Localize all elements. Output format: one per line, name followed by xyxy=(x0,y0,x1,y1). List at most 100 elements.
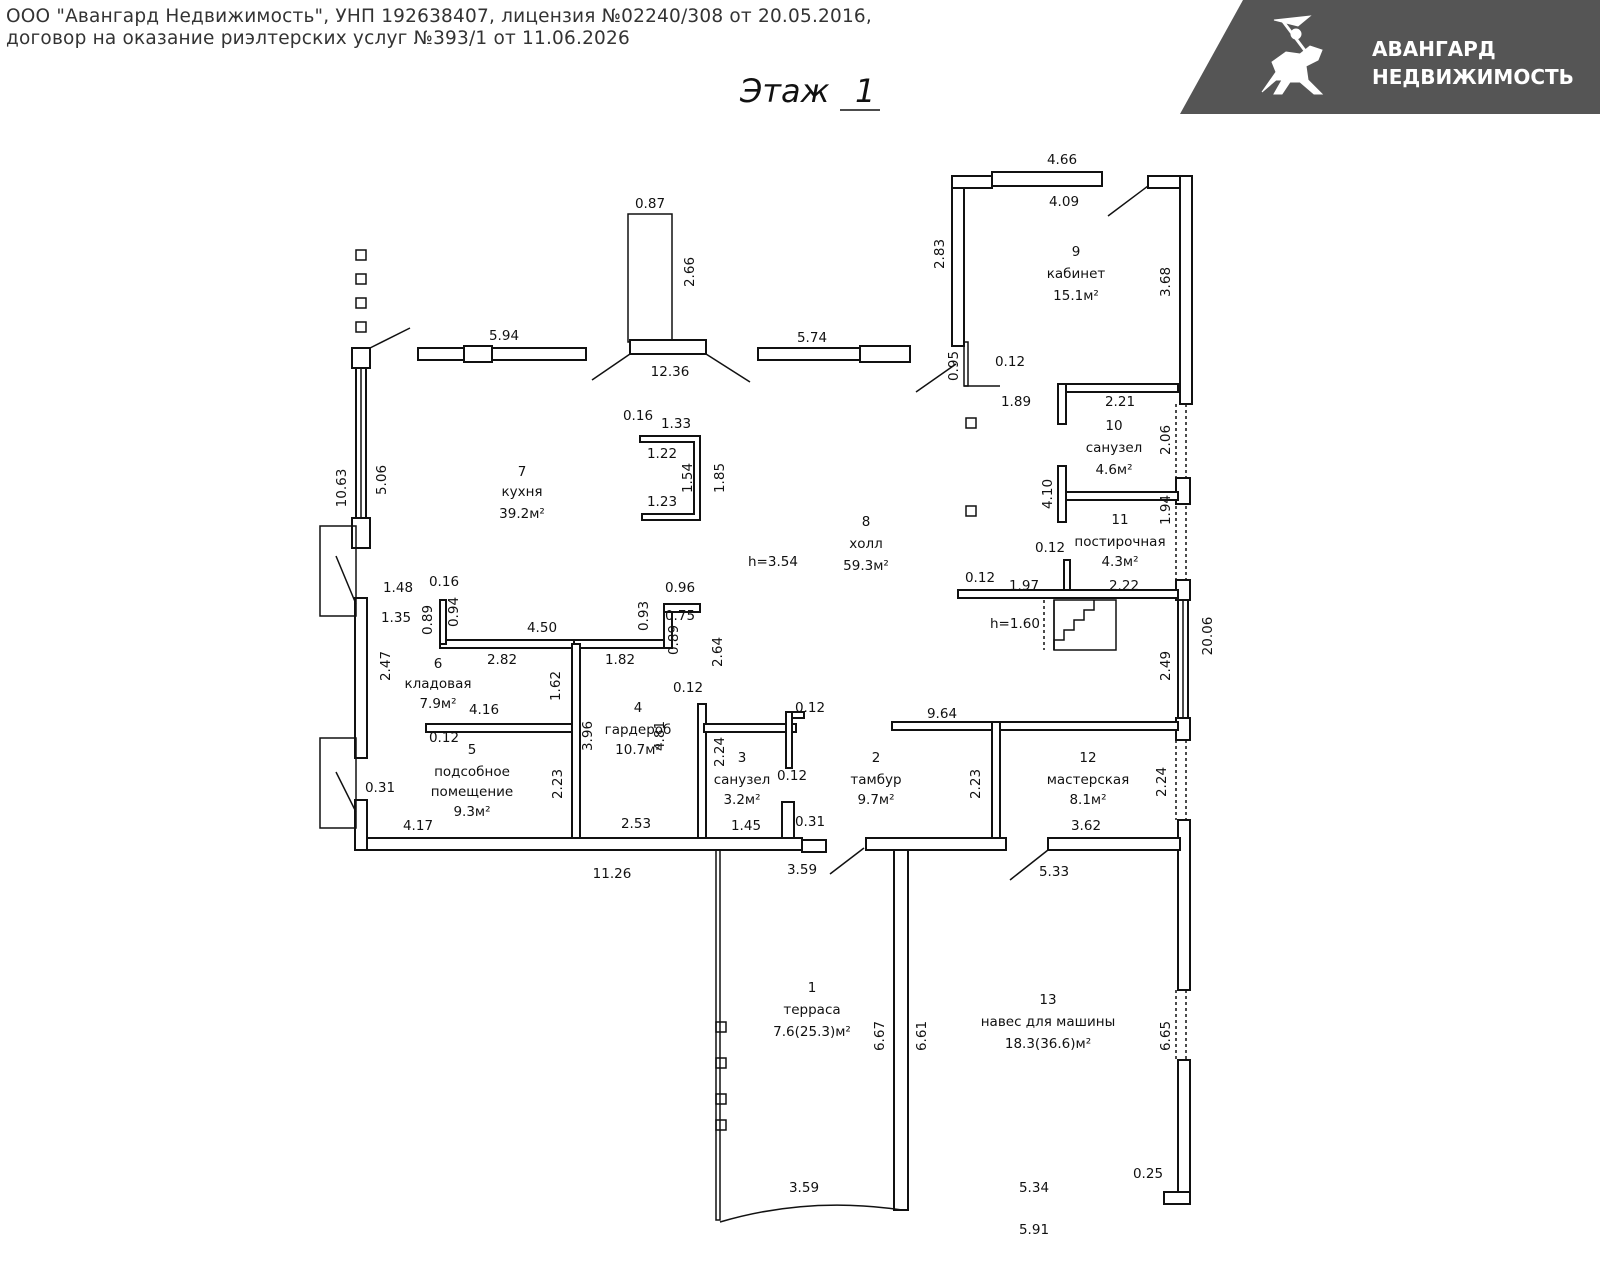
dim-label: 0.12 xyxy=(673,680,703,696)
floor-number: 1 xyxy=(855,72,875,110)
dim-label: 0.96 xyxy=(665,580,695,596)
svg-text:8: 8 xyxy=(862,514,871,530)
svg-text:3.2м²: 3.2м² xyxy=(723,792,760,808)
room-labels: 1 терраса 7.6(25.3)м² 2 тамбур 9.7м² 3 с… xyxy=(405,244,1166,1052)
room-2-label: 2 тамбур 9.7м² xyxy=(850,750,901,808)
svg-text:59.3м²: 59.3м² xyxy=(843,558,889,574)
svg-text:9.7м²: 9.7м² xyxy=(857,792,894,808)
dim-label: 1.85 xyxy=(712,463,728,493)
svg-text:7: 7 xyxy=(518,464,527,480)
svg-text:терраса: терраса xyxy=(783,1002,840,1018)
dim-label: 5.74 xyxy=(797,330,827,346)
agency-contract-line: договор на оказание риэлтерских услуг №3… xyxy=(6,28,630,49)
svg-text:кухня: кухня xyxy=(501,484,542,500)
svg-text:12: 12 xyxy=(1079,750,1096,766)
dim-label: 2.66 xyxy=(682,257,698,287)
dim-label: 2.24 xyxy=(712,737,728,767)
svg-text:7.9м²: 7.9м² xyxy=(419,696,456,712)
dim-label: 4.09 xyxy=(1049,194,1079,210)
svg-text:2: 2 xyxy=(872,750,881,766)
dim-label: 20.06 xyxy=(1200,617,1216,656)
dim-label: 0.12 xyxy=(429,730,459,746)
room-6-label: 6 кладовая 7.9м² xyxy=(405,656,472,712)
svg-text:4: 4 xyxy=(634,700,643,716)
dim-label: 2.23 xyxy=(968,769,984,799)
dim-label: 0.16 xyxy=(429,574,459,590)
dim-label: 4.16 xyxy=(469,702,499,718)
svg-text:тамбур: тамбур xyxy=(850,772,901,788)
logo-text-line2: НЕДВИЖИМОСТЬ xyxy=(1372,65,1574,89)
dim-label: 1.33 xyxy=(661,416,691,432)
dim-label: 5.06 xyxy=(374,465,390,495)
dim-label: 0.95 xyxy=(946,351,962,381)
dim-label: 3.68 xyxy=(1158,267,1174,297)
dim-label: 6.67 xyxy=(872,1021,888,1051)
dim-label: 5.94 xyxy=(489,328,519,344)
svg-text:подсобное: подсобное xyxy=(434,764,510,780)
dim-label: 0.89 xyxy=(420,605,436,635)
ceiling-height-main: h=3.54 xyxy=(748,554,798,570)
dim-label: 4.17 xyxy=(403,818,433,834)
dim-label: 3.59 xyxy=(789,1180,819,1196)
dim-label: 1.45 xyxy=(731,818,761,834)
staircase xyxy=(1043,599,1117,651)
dim-label: 2.53 xyxy=(621,816,651,832)
dim-label: 2.64 xyxy=(710,637,726,667)
dim-label: 2.23 xyxy=(550,769,566,799)
room-10-label: 10 санузел 4.6м² xyxy=(1086,418,1143,478)
room-7-label: 7 кухня 39.2м² xyxy=(499,464,545,522)
svg-text:постирочная: постирочная xyxy=(1074,534,1165,550)
room-8-label: 8 холл 59.3м² xyxy=(843,514,889,574)
dim-label: 0.31 xyxy=(365,780,395,796)
svg-text:мастерская: мастерская xyxy=(1047,772,1130,788)
svg-text:8.1м²: 8.1м² xyxy=(1069,792,1106,808)
dim-label: 3.59 xyxy=(787,862,817,878)
room-5-label: 5 подсобное помещение 9.3м² xyxy=(431,742,514,820)
dim-label: 2.49 xyxy=(1158,651,1174,681)
svg-text:10: 10 xyxy=(1105,418,1122,434)
dim-label: 0.16 xyxy=(623,408,653,424)
room-3-label: 3 санузел 3.2м² xyxy=(714,750,771,808)
dim-label: 5.33 xyxy=(1039,864,1069,880)
dim-label: 1.62 xyxy=(548,671,564,701)
dim-label: 6.65 xyxy=(1158,1021,1174,1051)
svg-text:помещение: помещение xyxy=(431,784,514,800)
svg-text:11: 11 xyxy=(1111,512,1128,528)
room-13-label: 13 навес для машины 18.3(36.6)м² xyxy=(981,992,1116,1052)
dim-label: 1.54 xyxy=(680,463,696,493)
svg-text:навес для машины: навес для машины xyxy=(981,1014,1116,1030)
svg-text:гардероб: гардероб xyxy=(605,722,672,738)
dim-label: 0.31 xyxy=(795,814,825,830)
dim-label: 0.12 xyxy=(1035,540,1065,556)
svg-text:санузел: санузел xyxy=(1086,440,1143,456)
dim-label: 2.21 xyxy=(1105,394,1135,410)
dim-label: 0.89 xyxy=(666,625,682,655)
agency-license-line: ООО "Авангард Недвижимость", УНП 1926384… xyxy=(6,6,872,27)
dim-label: 6.61 xyxy=(914,1021,930,1051)
room-11-label: 11 постирочная 4.3м² xyxy=(1074,512,1165,570)
dim-label: 10.63 xyxy=(334,469,350,508)
svg-text:кабинет: кабинет xyxy=(1047,266,1106,282)
room-9-label: 9 кабинет 15.1м² xyxy=(1047,244,1106,304)
svg-text:1: 1 xyxy=(808,980,817,996)
dim-label: 0.94 xyxy=(446,597,462,627)
dim-label: 5.34 xyxy=(1019,1180,1049,1196)
svg-text:9.3м²: 9.3м² xyxy=(453,804,490,820)
dim-label: 3.96 xyxy=(580,721,596,751)
dim-label: 2.47 xyxy=(378,651,394,681)
svg-text:15.1м²: 15.1м² xyxy=(1053,288,1099,304)
room-4-label: 4 гардероб 10.7м² xyxy=(605,700,672,758)
svg-text:13: 13 xyxy=(1039,992,1056,1008)
dim-label: 12.36 xyxy=(651,364,690,380)
knight-on-horse-icon xyxy=(1261,15,1324,95)
dim-label: 0.75 xyxy=(665,608,695,624)
dim-label: 1.82 xyxy=(605,652,635,668)
dim-label: 0.12 xyxy=(965,570,995,586)
dim-label: 4.66 xyxy=(1047,152,1077,168)
svg-text:6: 6 xyxy=(434,656,443,672)
dim-label: 1.48 xyxy=(383,580,413,596)
svg-text:10.7м²: 10.7м² xyxy=(615,742,661,758)
dim-label: 0.12 xyxy=(777,768,807,784)
dim-label: 1.22 xyxy=(647,446,677,462)
